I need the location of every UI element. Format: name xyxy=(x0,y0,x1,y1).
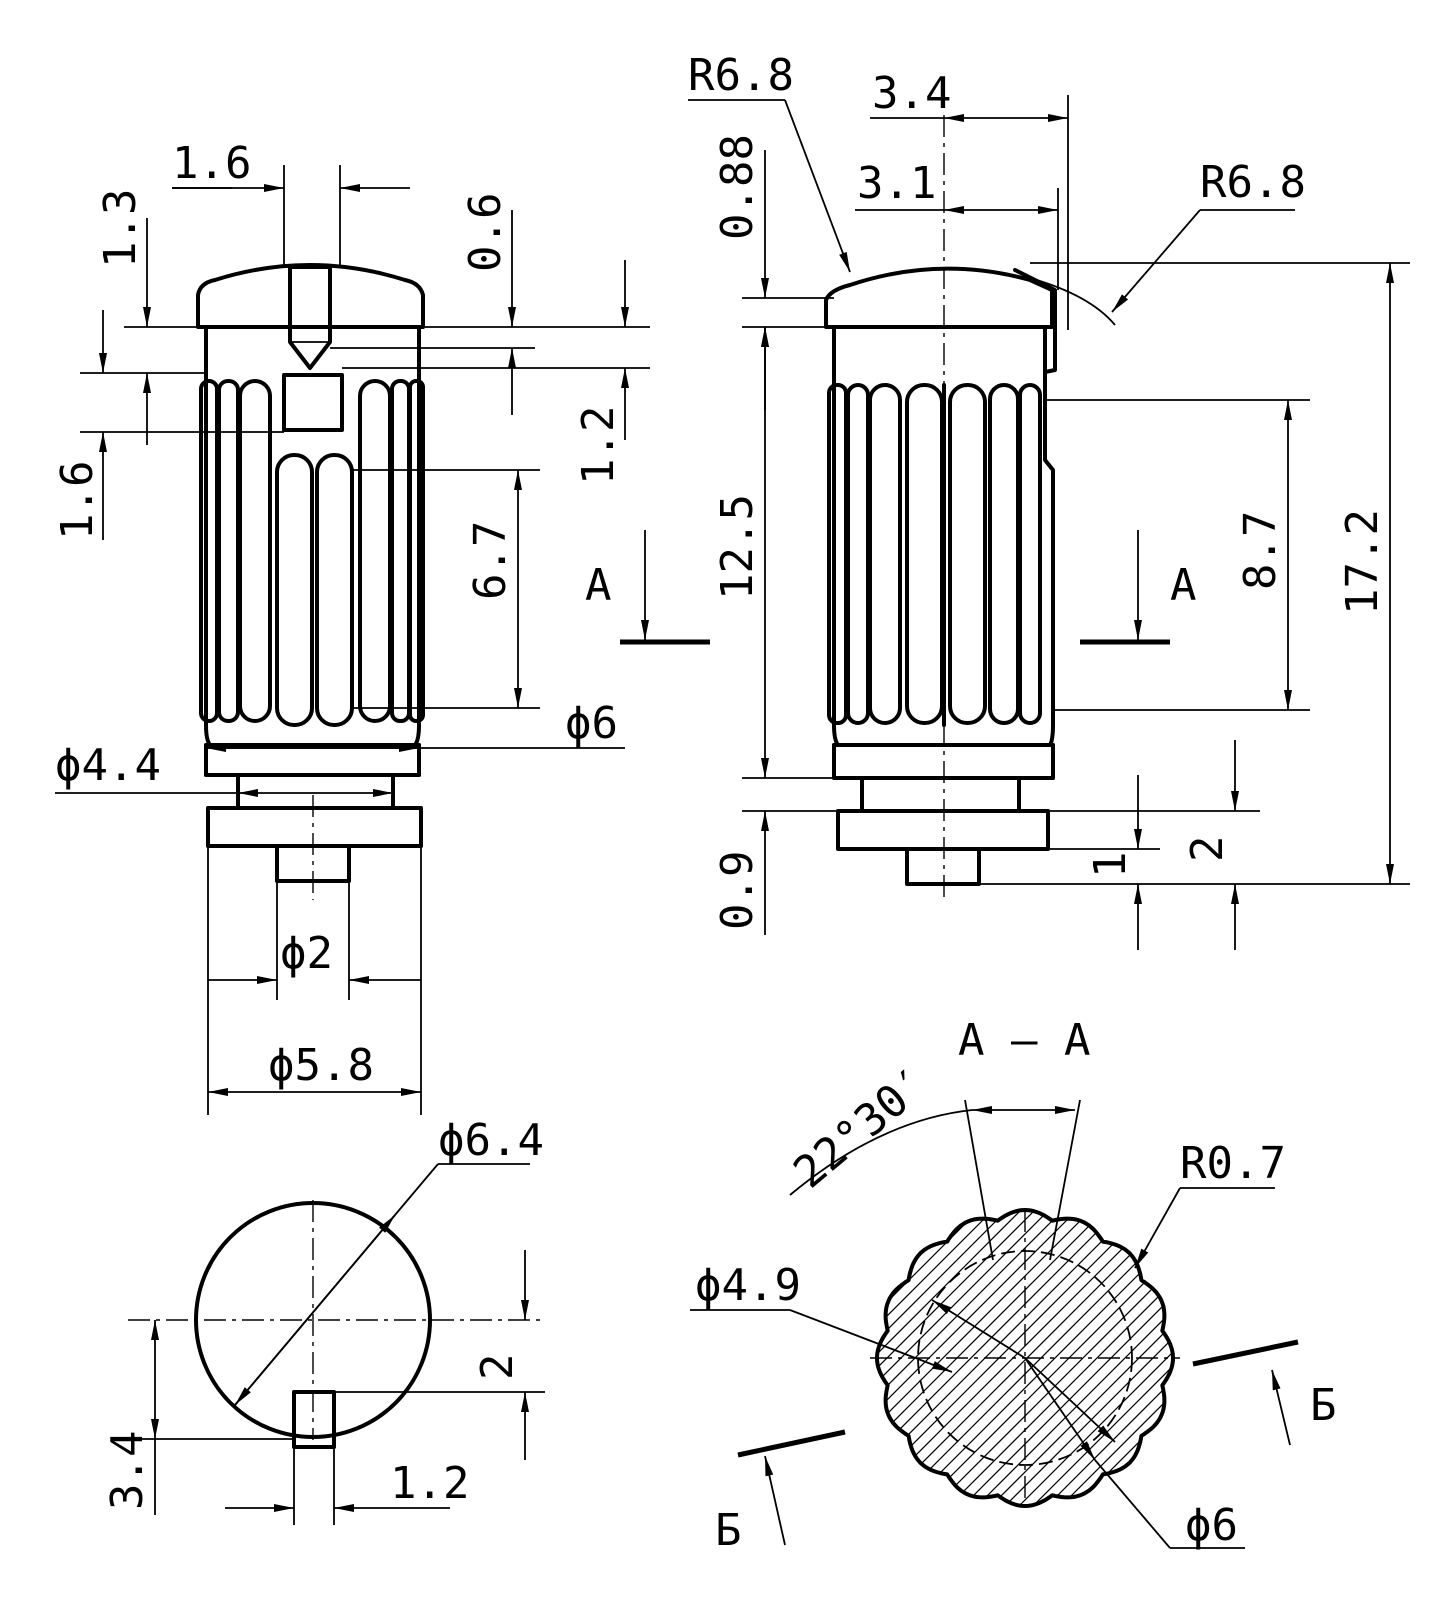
side-clip xyxy=(1013,268,1057,374)
hatch-line xyxy=(1024,1210,1173,1506)
hatch-line xyxy=(877,1210,1030,1506)
hatch-line xyxy=(1136,1210,1173,1506)
side-collar xyxy=(836,809,1050,851)
dim-front-dia-5-8: ϕ5.8 xyxy=(268,1040,374,1091)
cut-mark-right: Б xyxy=(1310,1380,1337,1431)
hatch-line xyxy=(535,1188,875,1528)
dim-front-6-7: 6.7 xyxy=(465,521,516,600)
front-notch xyxy=(282,373,344,432)
hatch-line xyxy=(954,1210,1173,1506)
dim-bottom-3-4: 3.4 xyxy=(102,1431,153,1510)
section-mark-a-left: A xyxy=(585,560,612,611)
hatch-line xyxy=(1010,1210,1173,1506)
hatch-line xyxy=(877,1210,890,1506)
section-angle: 22°30′ xyxy=(784,1057,939,1198)
dim-side-r6-8-left: R6.8 xyxy=(688,50,794,101)
cut-mark-left: Б xyxy=(715,1505,742,1556)
dim-bottom-1-2: 1.2 xyxy=(390,1458,469,1509)
side-cap xyxy=(824,266,1054,329)
hatch-line xyxy=(1164,1210,1173,1506)
dim-front-dia-6: ϕ6 xyxy=(565,698,618,749)
bottom-view: ϕ6.4 2 3.4 1.2 xyxy=(102,1115,545,1525)
hatch-line xyxy=(877,1210,1016,1506)
section-mark-a-right: A xyxy=(1170,560,1197,611)
side-view xyxy=(824,115,1057,900)
dim-front-1-6-left: 1.6 xyxy=(52,461,103,540)
hatch-line xyxy=(1108,1210,1173,1506)
hatch-line xyxy=(877,1210,918,1506)
dim-front-1-3: 1.3 xyxy=(95,189,146,268)
side-dimensions: R6.8 3.4 3.1 R6.8 0.88 12.5 0.9 xyxy=(688,50,1410,950)
dim-side-2: 2 xyxy=(1182,836,1233,863)
dim-bottom-2: 2 xyxy=(472,1354,523,1381)
front-neck xyxy=(236,773,395,810)
hatch-line xyxy=(1150,1210,1173,1506)
side-neck xyxy=(860,776,1021,813)
front-pin xyxy=(288,265,332,370)
dim-side-3-1: 3.1 xyxy=(857,158,936,209)
hatch-line xyxy=(877,1210,946,1506)
bottom-slot xyxy=(292,1390,336,1449)
hatch-line xyxy=(877,1210,1002,1506)
dim-side-0-9: 0.9 xyxy=(712,851,763,930)
dim-front-dia-4-4: ϕ4.4 xyxy=(55,740,161,791)
dim-side-1: 1 xyxy=(1085,852,1136,879)
front-dimensions: 1.6 1.3 1.6 0.6 1.2 6.7 ϕ6 xyxy=(52,138,710,1115)
dim-side-r6-8-right: R6.8 xyxy=(1200,157,1306,208)
section-view: A – A 22°30′ R0.7 ϕ4.9 ϕ6 Б Б xyxy=(535,1015,1337,1556)
dim-front-dia-2: ϕ2 xyxy=(280,928,333,979)
dim-side-3-4: 3.4 xyxy=(872,68,951,119)
hatch-line xyxy=(877,1210,1044,1506)
dim-side-17-2: 17.2 xyxy=(1337,509,1388,615)
dim-side-8-7: 8.7 xyxy=(1235,511,1286,590)
section-radius: R0.7 xyxy=(1180,1138,1286,1189)
hatch-line xyxy=(877,1210,904,1506)
front-flutes xyxy=(199,379,425,727)
dim-front-top-width: 1.6 xyxy=(172,138,251,189)
hatch-line xyxy=(877,1210,1114,1506)
hatch-line xyxy=(912,1210,1173,1506)
hatch-line xyxy=(926,1210,1173,1506)
hatch-line xyxy=(877,1210,1142,1506)
dim-bottom-dia-6-4: ϕ6.4 xyxy=(438,1115,544,1166)
front-collar xyxy=(206,806,423,848)
hatch-line xyxy=(1038,1210,1173,1506)
front-view xyxy=(196,263,425,900)
side-tip xyxy=(905,847,981,886)
front-cap xyxy=(196,263,425,329)
dim-front-1-2: 1.2 xyxy=(573,406,624,485)
section-dia-6: ϕ6 xyxy=(1185,1500,1238,1551)
dim-side-12-5: 12.5 xyxy=(712,494,763,600)
dim-front-0-6: 0.6 xyxy=(460,193,511,272)
dim-side-0-88: 0.88 xyxy=(712,134,763,240)
section-dia-4-9: ϕ4.9 xyxy=(695,1260,801,1311)
section-title: A – A xyxy=(958,1015,1090,1066)
side-flutes xyxy=(827,383,1042,725)
